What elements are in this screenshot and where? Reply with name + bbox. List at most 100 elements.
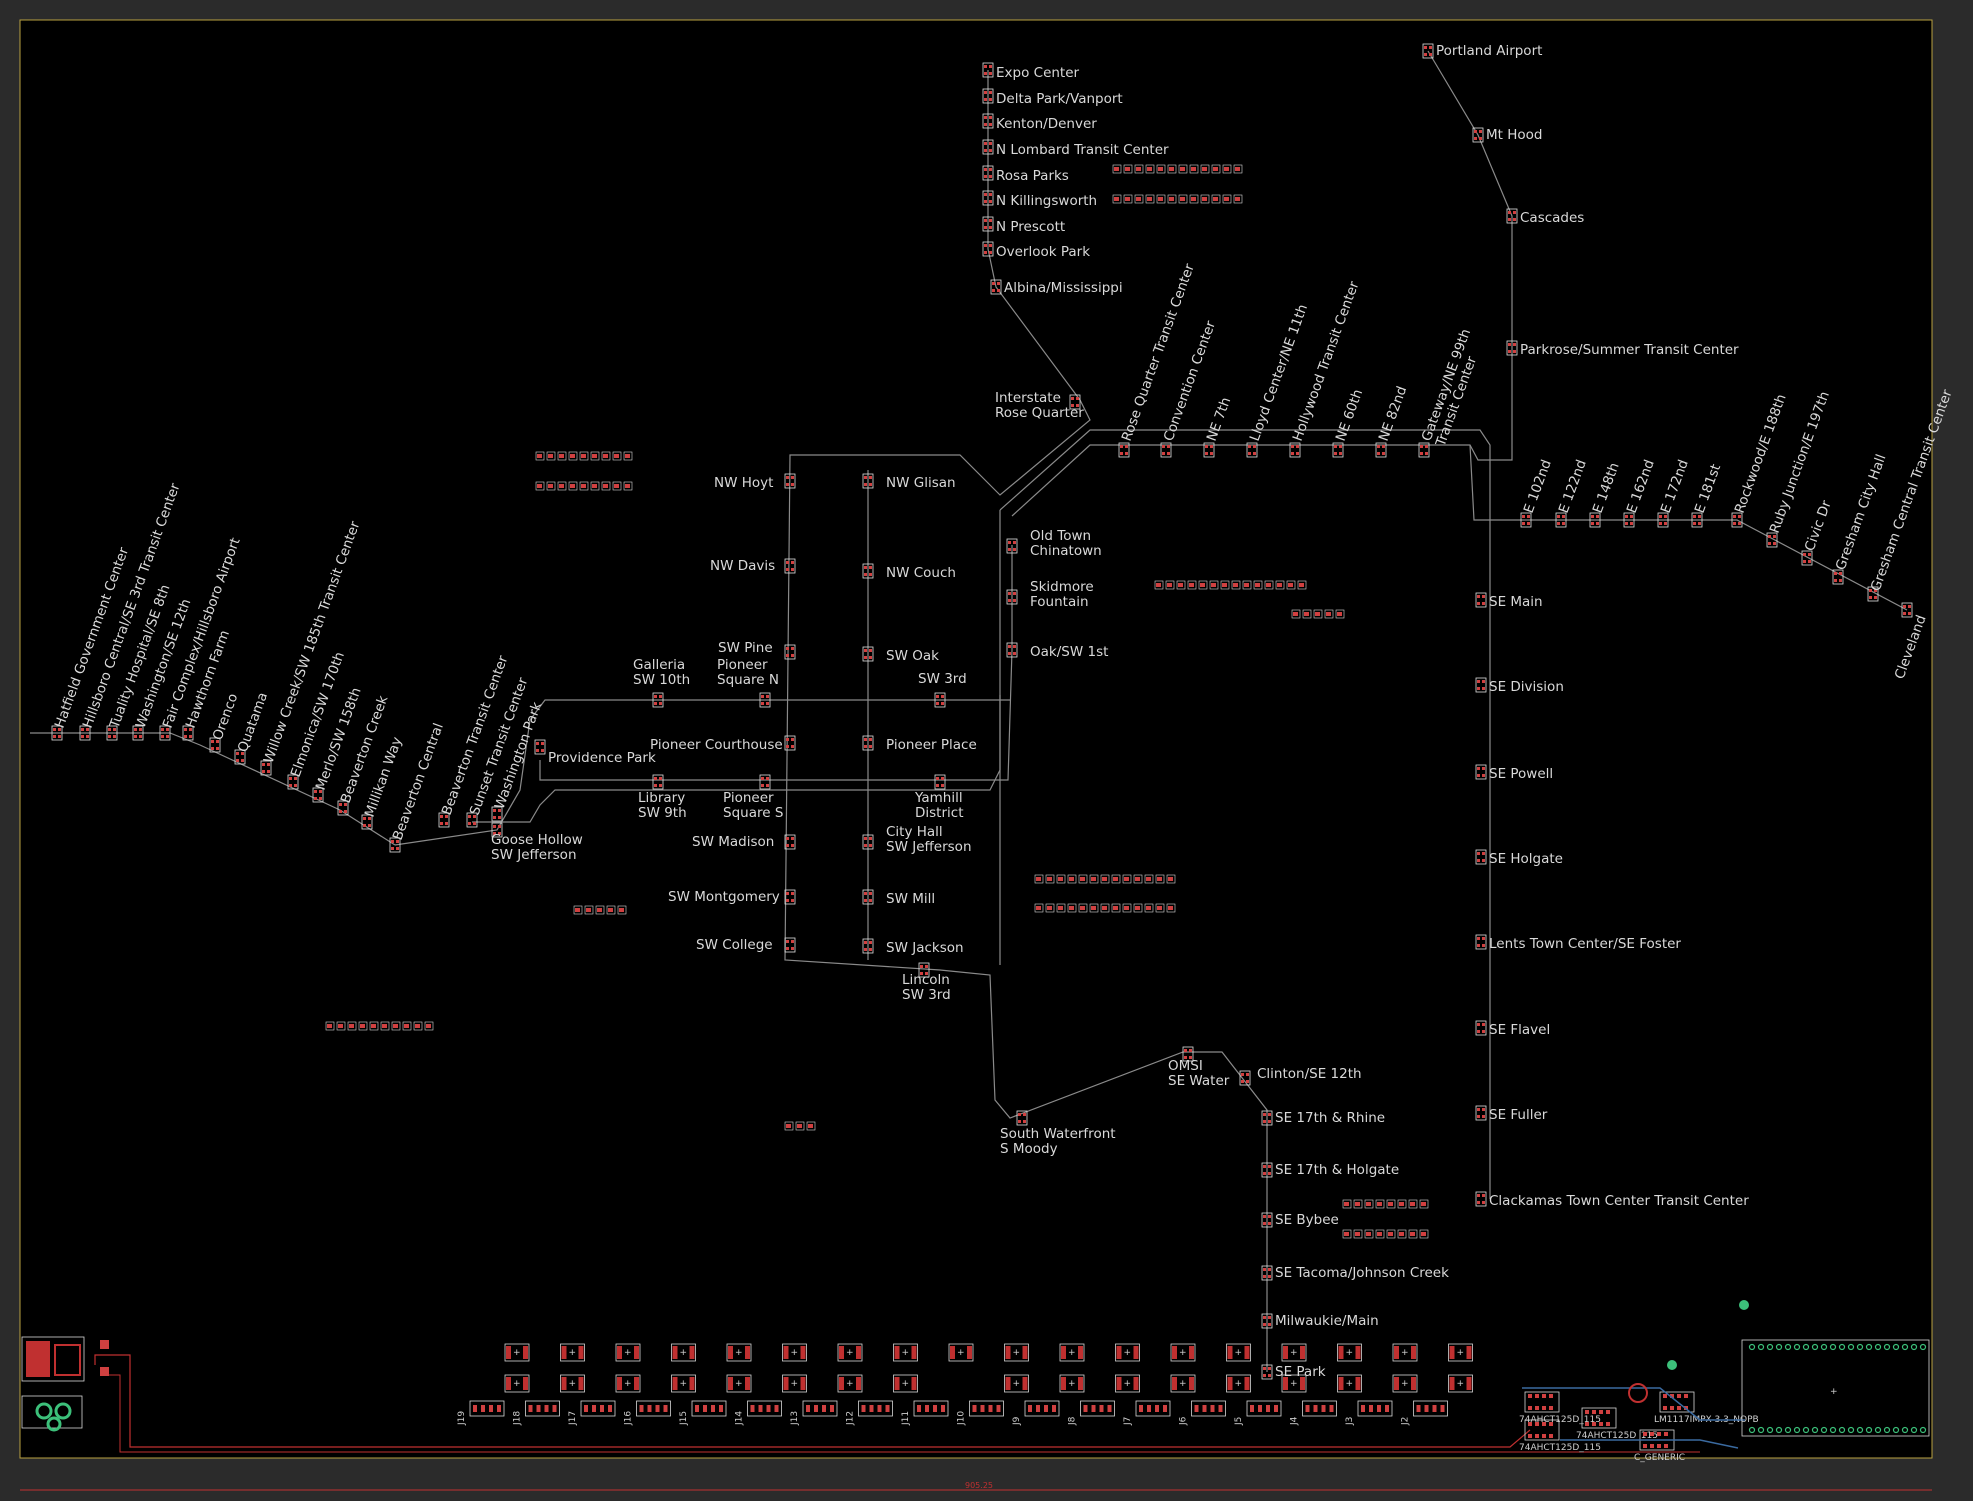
station-footprint-semain[interactable] [1475,592,1487,608]
station-footprint-swjackson[interactable] [862,938,874,954]
station-footprint-ruby[interactable] [1766,532,1778,548]
station-footprint-seflavel[interactable] [1475,1020,1487,1036]
station-footprint-oaksw1st[interactable] [1006,642,1018,658]
connector-j6[interactable]: J6 [1179,1400,1226,1426]
station-footprint-hatfield[interactable] [51,725,63,741]
station-footprint-nwhoyt[interactable] [784,473,796,489]
station-footprint-e181[interactable] [1691,512,1703,528]
station-footprint-merlo[interactable] [312,787,324,803]
station-footprint-providence[interactable] [534,739,546,755]
station-footprint-sepowell[interactable] [1475,764,1487,780]
station-footprint-kenton[interactable] [982,113,994,129]
connector-j7[interactable]: J7 [1123,1400,1171,1426]
station-footprint-sefuller[interactable] [1475,1105,1487,1121]
station-footprint-cityhall[interactable] [862,834,874,850]
station-footprint-beavertoncreek[interactable] [337,800,349,816]
microcontroller-board[interactable]: + [1741,1339,1930,1437]
station-footprint-elmonica[interactable] [287,774,299,790]
station-footprint-swcollege[interactable] [784,937,796,953]
ic-chip[interactable]: 74AHCT125D_115 [1519,1391,1601,1425]
connector-j18[interactable]: J18 [513,1400,560,1426]
station-footprint-skidmore[interactable] [1006,589,1018,605]
connector-j3[interactable]: J3 [1345,1400,1393,1426]
connector-j8[interactable]: J8 [1068,1400,1115,1426]
station-footprint-clackamas[interactable] [1475,1191,1487,1207]
station-footprint-swpine[interactable] [784,644,796,660]
station-footprint-setacoma[interactable] [1261,1265,1273,1281]
station-footprint-e102[interactable] [1520,512,1532,528]
station-footprint-lombard[interactable] [982,139,994,155]
station-footprint-mthood[interactable] [1472,127,1484,143]
station-footprint-overlook[interactable] [982,241,994,257]
station-footprint-hollywood[interactable] [1289,442,1301,458]
station-footprint-lloyd[interactable] [1246,442,1258,458]
connector-j12[interactable]: J12 [846,1400,893,1426]
station-footprint-nwcouch[interactable] [862,563,874,579]
station-footprint-washse12[interactable] [132,725,144,741]
station-footprint-cascades[interactable] [1506,208,1518,224]
station-footprint-parkrose[interactable] [1506,340,1518,356]
ic-chip[interactable]: 74AHCT125D_115 [1576,1407,1658,1441]
station-footprint-lincoln[interactable] [918,962,930,978]
station-footprint-millikan[interactable] [361,814,373,830]
station-footprint-pioneerplace[interactable] [862,735,874,751]
ic-chip[interactable]: 74AHCT125D_115 [1519,1419,1601,1453]
station-footprint-library[interactable] [652,774,664,790]
station-footprint-beavertontc[interactable] [438,812,450,828]
station-footprint-swmadison[interactable] [784,834,796,850]
station-footprint-nwglisan[interactable] [862,473,874,489]
station-footprint-pioneern[interactable] [759,692,771,708]
station-footprint-hawthorn[interactable] [182,725,194,741]
station-footprint-sw3rd[interactable] [934,692,946,708]
station-footprint-orenco[interactable] [209,737,221,753]
station-footprint-hillsborocentral[interactable] [79,725,91,741]
station-footprint-rockwood[interactable] [1731,512,1743,528]
station-footprint-airport[interactable] [1422,43,1434,59]
station-footprint-ne7th[interactable] [1203,442,1215,458]
connector-j14[interactable]: J14 [735,1400,782,1426]
station-footprint-delta[interactable] [982,88,994,104]
station-footprint-swmontgomery[interactable] [784,889,796,905]
station-footprint-swmill[interactable] [862,889,874,905]
station-footprint-seholgate[interactable] [1475,849,1487,865]
connector-j2[interactable]: J2 [1401,1400,1448,1426]
connector-j15[interactable]: J15 [679,1400,727,1426]
station-footprint-omsi[interactable] [1182,1046,1194,1062]
station-footprint-e162[interactable] [1623,512,1635,528]
station-footprint-e172[interactable] [1657,512,1669,528]
station-footprint-separk[interactable] [1261,1364,1273,1380]
station-footprint-convention[interactable] [1160,442,1172,458]
station-footprint-lents[interactable] [1475,934,1487,950]
station-footprint-se8th[interactable] [106,725,118,741]
station-footprint-faircomplex[interactable] [159,725,171,741]
station-footprint-goosehollow[interactable] [491,822,503,838]
station-footprint-ne82nd[interactable] [1375,442,1387,458]
power-switch[interactable] [21,1336,85,1382]
station-footprint-ne60th[interactable] [1332,442,1344,458]
connector-j19[interactable]: J19 [457,1400,505,1426]
station-footprint-civic[interactable] [1801,550,1813,566]
station-footprint-milwaukie[interactable] [1261,1313,1273,1329]
station-footprint-washingtonpark[interactable] [491,806,503,822]
connector-j9[interactable]: J9 [1012,1400,1060,1426]
terminal-block[interactable] [21,1395,83,1432]
station-footprint-southwaterfront[interactable] [1016,1110,1028,1126]
station-footprint-clinton[interactable] [1239,1070,1251,1086]
station-footprint-interstate[interactable] [1069,394,1081,410]
connector-j16[interactable]: J16 [624,1400,671,1426]
station-footprint-albina[interactable] [990,279,1002,295]
station-footprint-greshamcity[interactable] [1832,569,1844,585]
station-footprint-se17holgate[interactable] [1261,1162,1273,1178]
station-footprint-se17rhine[interactable] [1261,1110,1273,1126]
connector-j17[interactable]: J17 [568,1400,616,1426]
station-footprint-nwdavis[interactable] [784,558,796,574]
station-footprint-pioneers[interactable] [759,774,771,790]
connector-j5[interactable]: J5 [1234,1400,1282,1426]
station-footprint-oldtown[interactable] [1006,538,1018,554]
station-footprint-rosequarter[interactable] [1118,442,1130,458]
station-footprint-swoak[interactable] [862,646,874,662]
station-footprint-e122[interactable] [1555,512,1567,528]
station-footprint-sebybee[interactable] [1261,1212,1273,1228]
station-footprint-willowcreek[interactable] [260,760,272,776]
